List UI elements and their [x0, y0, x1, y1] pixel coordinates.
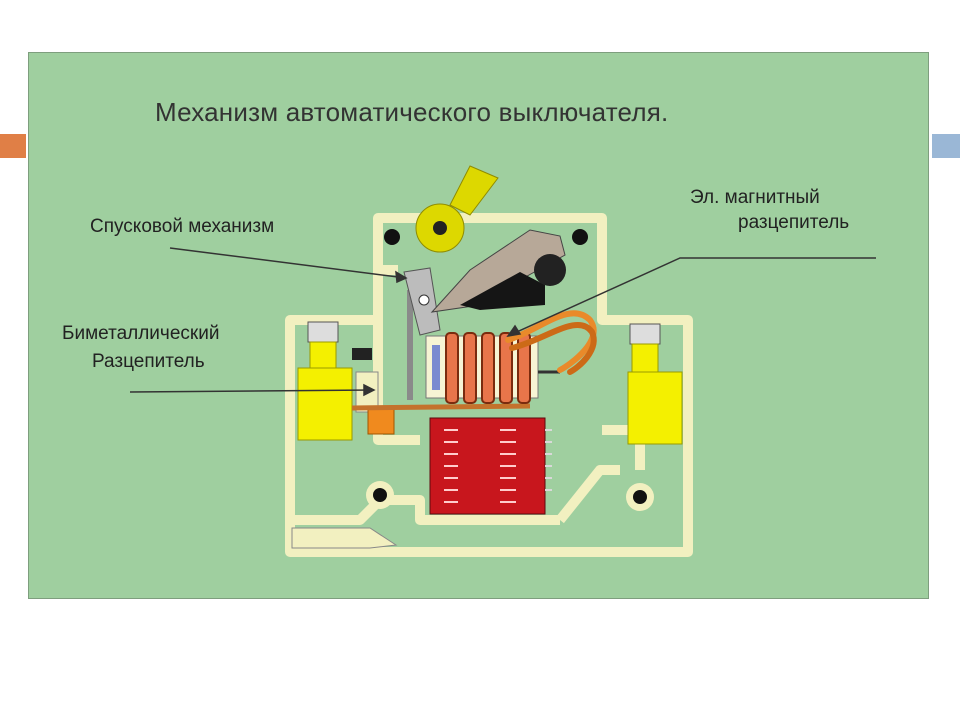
terminals [297, 341, 683, 445]
leader-lines [129, 247, 876, 397]
terminal-screws [307, 321, 661, 345]
magnetic-coil [425, 332, 560, 404]
arc-chute [429, 417, 552, 515]
slide-accent-right [932, 134, 960, 158]
label-trip-mechanism: Спусковой механизм [90, 216, 275, 237]
label-bimetal-line2: Разцепитель [92, 351, 205, 372]
trip-mechanism [403, 267, 441, 400]
mounting-holes [366, 229, 654, 511]
label-bimetal-line1: Биметаллический [62, 323, 220, 344]
diagram-title: Механизм автоматического выключателя. [155, 97, 669, 127]
flexible-wire [505, 310, 597, 375]
din-rail-clip [291, 527, 398, 549]
slide-accent-left [0, 134, 26, 158]
breaker-housing [285, 213, 693, 557]
label-magnetic-line2: разцепитель [738, 212, 850, 233]
contact-arm [430, 229, 566, 313]
label-magnetic-line1: Эл. магнитный [690, 187, 820, 208]
operating-lever [415, 165, 499, 253]
